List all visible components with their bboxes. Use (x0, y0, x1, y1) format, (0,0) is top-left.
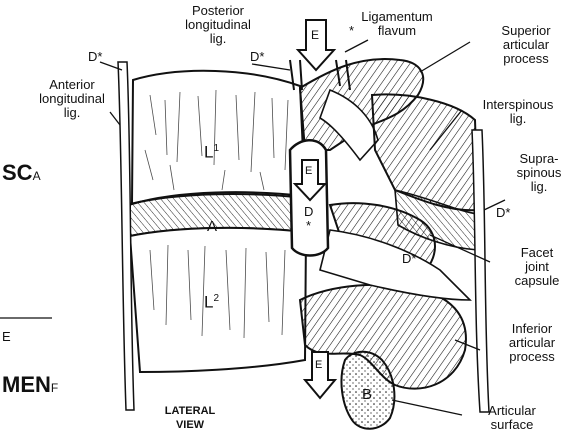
supraspinous-ligament (472, 130, 489, 412)
label-line: articular (474, 38, 578, 52)
marker-d-star: D* (496, 206, 510, 220)
label-line: Posterior (168, 4, 268, 18)
edge-fragment-sc: SCA (2, 166, 41, 183)
label-line: lig. (20, 106, 124, 120)
surface-label-b: B (362, 388, 372, 402)
edge-fragment-e: E (2, 330, 11, 344)
edge-fragment-men: MENF (2, 378, 58, 395)
label-line: surface (462, 418, 562, 432)
label-line: Anterior (20, 78, 124, 92)
label-articular-surface: Articular surface (462, 404, 562, 432)
label-posterior-longitudinal-ligament: Posterior longitudinal lig. (168, 4, 268, 46)
label-inferior-articular-process: Inferior articular process (484, 322, 580, 364)
marker-d: D (304, 205, 313, 219)
label-line: spinous (498, 166, 580, 180)
vertebral-body-l1 (132, 71, 305, 204)
label-line: longitudinal (20, 92, 124, 106)
label-line: articular (484, 336, 580, 350)
vertebra-label-l2: L2 (204, 292, 219, 310)
label-line: longitudinal (168, 18, 268, 32)
label-interspinous-ligament: Interspinous lig. (458, 98, 578, 126)
label-line: process (484, 350, 580, 364)
disc-label-a: A (207, 220, 217, 234)
arrow-label-e: E (315, 358, 322, 372)
marker-star: * (306, 219, 311, 233)
label-line: Ligamentum (342, 10, 452, 24)
label-line: capsule (494, 274, 580, 288)
marker-d-star: D* (250, 50, 264, 64)
label-superior-articular-process: Superior articular process (474, 24, 578, 66)
label-line: lig. (458, 112, 578, 126)
label-line: Interspinous (458, 98, 578, 112)
arrow-label-e: E (305, 164, 312, 178)
label-facet-joint-capsule: Facet joint capsule (494, 246, 580, 288)
marker-d-star: D* (88, 50, 102, 64)
label-line: VIEW (150, 418, 230, 432)
label-lateral-view: LATERAL VIEW (150, 404, 230, 432)
label-line: Facet (494, 246, 580, 260)
label-ligamentum-flavum: Ligamentum flavum (342, 10, 452, 38)
vertebra-label-l1: L1 (204, 142, 219, 160)
label-line: process (474, 52, 578, 66)
label-line: lig. (498, 180, 580, 194)
arrow-label-e: E (311, 28, 319, 42)
label-line: joint (494, 260, 580, 274)
label-anterior-longitudinal-ligament: Anterior longitudinal lig. (20, 78, 124, 120)
label-line: Supra- (498, 152, 580, 166)
label-supraspinous-ligament: Supra- spinous lig. (498, 152, 580, 194)
label-line: lig. (168, 32, 268, 46)
label-line: Superior (474, 24, 578, 38)
marker-d-star: D* (402, 252, 416, 266)
label-line: Articular (462, 404, 562, 418)
label-line: LATERAL (150, 404, 230, 418)
label-line: Inferior (484, 322, 580, 336)
label-line: flavum (342, 24, 452, 38)
marker-star: * (349, 24, 354, 38)
